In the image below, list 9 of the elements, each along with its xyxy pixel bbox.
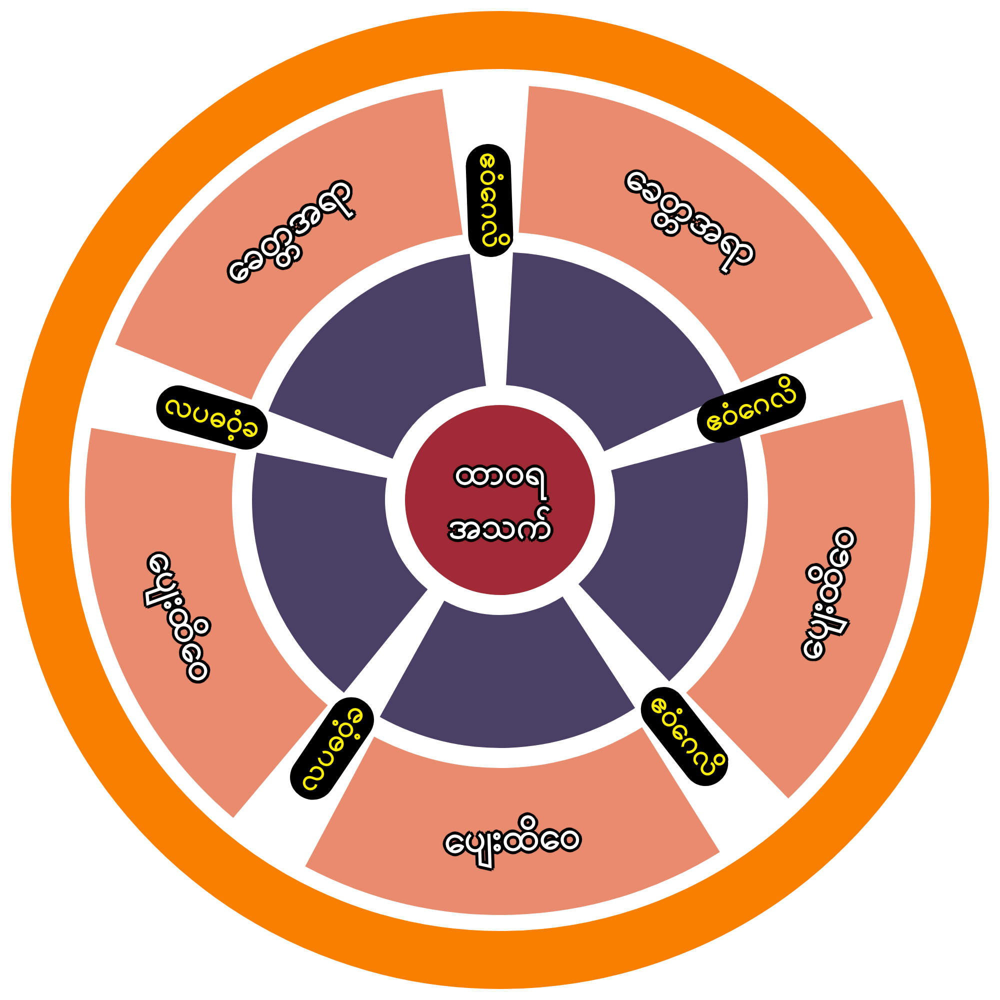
segment-label: ပျေးထိဝေ — [784, 521, 866, 666]
gap-label: ဧဝံဂေလိ — [465, 142, 514, 258]
outer-segment — [115, 89, 463, 400]
inner-segment — [380, 596, 636, 748]
segment-label: ပျေးထိဝေ — [442, 810, 581, 872]
inner-segment — [578, 436, 748, 682]
center-label: ထာဝရ အသက် — [448, 451, 552, 549]
inner-segment — [252, 452, 428, 693]
segment-label: ပျေးထိဝေ — [138, 543, 228, 689]
